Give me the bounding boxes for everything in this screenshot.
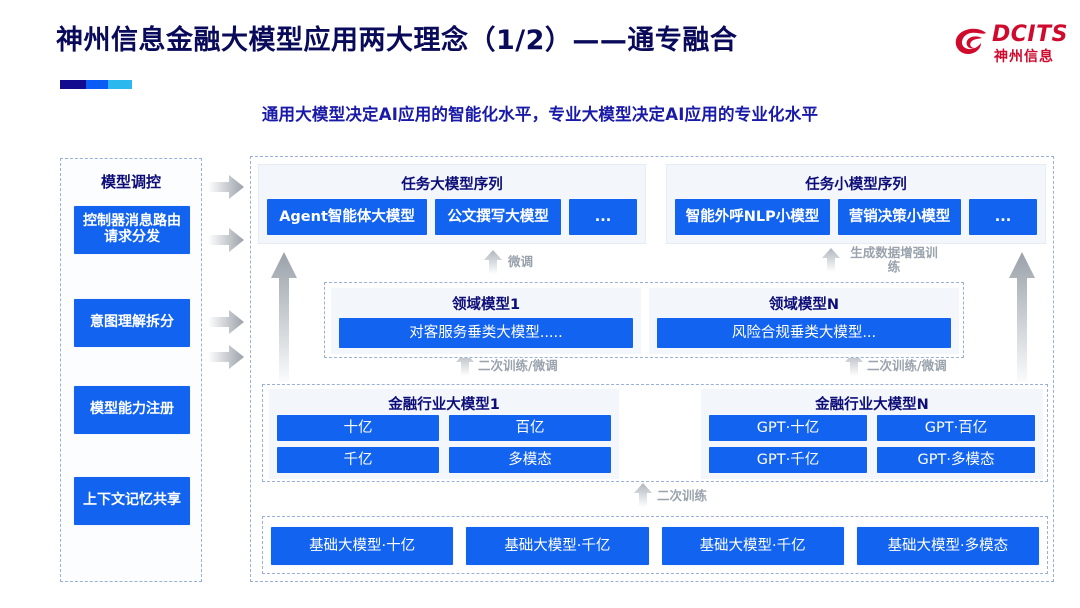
flow-arrow-up-retrain-right: [845, 352, 863, 376]
domain-model-n: 领域模型N 风险合规垂类大模型...: [649, 288, 959, 354]
flow-label-fine-tune: 微调: [508, 254, 534, 269]
domain-models-band: 领域模型1 对客服务垂类大模型..... 领域模型N 风险合规垂类大模型...: [324, 282, 964, 358]
flow-arrow-right-4: [208, 345, 244, 369]
chip-outbound-nlp-small-model[interactable]: 智能外呼NLP小模型: [675, 199, 831, 235]
task-large-model-chip-row: Agent智能体大模型 公文撰写大模型 ...: [267, 199, 638, 235]
flow-arrow-right-2: [208, 228, 244, 252]
sidebar-item-context-memory[interactable]: 上下文记忆共享: [74, 477, 190, 525]
finance-industry-model-1-title: 金融行业大模型1: [388, 397, 500, 413]
model-control-panel: 模型调控 控制器消息路由请求分发 意图理解拆分 模型能力注册 上下文记忆共享: [60, 158, 202, 582]
domain-model-1: 领域模型1 对客服务垂类大模型.....: [331, 288, 641, 354]
flow-arrow-up-data-augment: [822, 248, 840, 272]
chip-risk-compliance-vertical-model[interactable]: 风险合规垂类大模型...: [657, 318, 951, 348]
flow-arrow-up-fine-tune: [484, 250, 502, 274]
finance-industry-model-1-grid: 十亿 百亿 千亿 多模态: [277, 415, 611, 473]
chip-customer-service-vertical-model[interactable]: 对客服务垂类大模型.....: [339, 318, 633, 348]
flow-label-data-augment: 生成数据增强训练: [850, 245, 938, 275]
task-small-model-sequence: 任务小模型序列 智能外呼NLP小模型 营销决策小模型 ...: [666, 164, 1046, 244]
finance-industry-model-n-title: 金融行业大模型N: [815, 397, 929, 413]
chip-base-100billion-2[interactable]: 基础大模型·千亿: [661, 527, 844, 565]
chip-fin1-10billion[interactable]: 百亿: [449, 415, 611, 441]
flow-label-retrain: 二次训练: [657, 488, 708, 503]
swirl-icon: [955, 28, 986, 54]
chip-more-small-models[interactable]: ...: [969, 199, 1038, 235]
finance-industry-model-n-grid: GPT·十亿 GPT·百亿 GPT·千亿 GPT·多模态: [709, 415, 1035, 473]
logo-brand-text: DCITS: [992, 22, 1068, 47]
chip-fin1-billion[interactable]: 十亿: [277, 415, 439, 441]
logo-brand-cn-text: 神州信息: [994, 49, 1054, 65]
chip-base-multimodal[interactable]: 基础大模型·多模态: [856, 527, 1039, 565]
flow-arrow-up-retrain-left: [456, 352, 474, 376]
architecture-panel: [250, 156, 1054, 582]
accent-segment-1: [60, 80, 86, 89]
chip-base-billion[interactable]: 基础大模型·十亿: [271, 527, 454, 565]
base-models-band: 基础大模型·十亿 基础大模型·千亿 基础大模型·千亿 基础大模型·多模态: [262, 516, 1048, 574]
finance-industry-model-n: 金融行业大模型N GPT·十亿 GPT·百亿 GPT·千亿 GPT·多模态: [701, 389, 1043, 479]
flow-arrow-right-3: [208, 310, 244, 334]
base-models-row: 基础大模型·十亿 基础大模型·千亿 基础大模型·千亿 基础大模型·多模态: [271, 527, 1039, 565]
sidebar-item-intent-parsing[interactable]: 意图理解拆分: [74, 299, 190, 347]
page-title: 神州信息金融大模型应用两大理念（1/2）——通专融合: [56, 25, 738, 56]
sidebar-item-controller-routing[interactable]: 控制器消息路由请求分发: [74, 206, 190, 254]
task-small-model-chip-row: 智能外呼NLP小模型 营销决策小模型 ...: [675, 199, 1038, 235]
chip-document-writing-model[interactable]: 公文撰写大模型: [435, 199, 562, 235]
sidebar-item-capability-registry[interactable]: 模型能力注册: [74, 386, 190, 434]
accent-segment-3: [107, 80, 132, 89]
domain-model-n-title: 领域模型N: [768, 297, 840, 313]
chip-marketing-decision-small-model[interactable]: 营销决策小模型: [838, 199, 962, 235]
chip-finn-gpt-100billion[interactable]: GPT·千亿: [709, 447, 867, 473]
flow-arrow-right-1: [208, 175, 244, 199]
chip-fin1-100billion[interactable]: 千亿: [277, 447, 439, 473]
chip-fin1-multimodal[interactable]: 多模态: [449, 447, 611, 473]
finance-industry-models-band: 金融行业大模型1 十亿 百亿 千亿 多模态 金融行业大模型N GPT·十亿 GP…: [262, 384, 1048, 482]
model-control-title: 模型调控: [100, 173, 161, 191]
chip-agent-large-model[interactable]: Agent智能体大模型: [267, 199, 428, 235]
task-small-model-sequence-title: 任务小模型序列: [805, 177, 907, 193]
finance-industry-model-1: 金融行业大模型1 十亿 百亿 千亿 多模态: [269, 389, 619, 479]
company-logo: DCITS 神州信息: [952, 22, 1076, 72]
domain-model-1-title: 领域模型1: [451, 297, 521, 313]
accent-segment-2: [85, 80, 108, 89]
flow-arrow-up-tall-right: [1009, 252, 1035, 382]
flow-arrow-up-retrain-base: [634, 483, 652, 507]
flow-label-retrain-tune-right: 二次训练/微调: [867, 358, 947, 373]
task-large-model-sequence: 任务大模型序列 Agent智能体大模型 公文撰写大模型 ...: [258, 164, 646, 244]
accent-bar: [60, 80, 132, 89]
flow-label-retrain-tune-left: 二次训练/微调: [478, 358, 558, 373]
chip-base-100billion-1[interactable]: 基础大模型·千亿: [466, 527, 649, 565]
page-subtitle: 通用大模型决定AI应用的智能化水平，专业大模型决定AI应用的专业化水平: [261, 105, 819, 124]
chip-more-large-models[interactable]: ...: [569, 199, 638, 235]
chip-finn-gpt-billion[interactable]: GPT·十亿: [709, 415, 867, 441]
chip-finn-gpt-multimodal[interactable]: GPT·多模态: [877, 447, 1035, 473]
chip-finn-gpt-10billion[interactable]: GPT·百亿: [877, 415, 1035, 441]
task-large-model-sequence-title: 任务大模型序列: [401, 177, 503, 193]
flow-arrow-up-tall-left: [271, 252, 297, 382]
